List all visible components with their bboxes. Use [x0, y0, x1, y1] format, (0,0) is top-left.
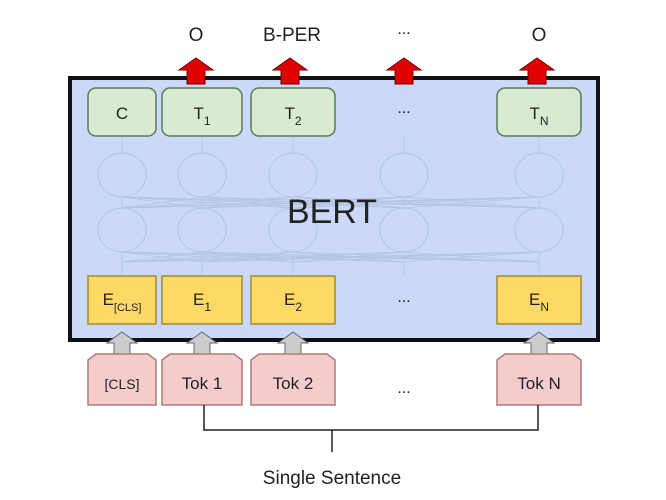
embedding-box-1	[161, 275, 243, 325]
network-edge	[403, 251, 540, 263]
network-node	[268, 152, 318, 198]
hidden-state-label-1: T1	[193, 104, 210, 128]
embedding-label-3: EN	[529, 290, 549, 314]
network-edge	[121, 196, 405, 209]
transformer-network-graphic	[97, 137, 564, 275]
network-edge	[121, 196, 540, 209]
network-edge	[403, 196, 540, 209]
network-edge	[121, 196, 540, 209]
network-node	[379, 152, 429, 198]
network-edge	[292, 196, 405, 209]
embedding-label-0: E[CLS]	[103, 290, 142, 314]
network-edge	[201, 251, 405, 263]
network-node	[177, 152, 227, 198]
network-edge	[121, 251, 203, 263]
network-edge	[201, 251, 540, 263]
network-edge	[121, 251, 294, 263]
input-bracket	[203, 405, 539, 452]
network-edge	[121, 196, 294, 209]
token-label-3: Tok N	[517, 374, 560, 393]
network-edge	[121, 196, 203, 209]
network-edge	[292, 251, 405, 263]
output-label-2: ...	[397, 21, 410, 38]
network-node	[177, 207, 227, 253]
output-label-3: O	[532, 25, 547, 46]
embedding-box-2	[250, 275, 336, 325]
network-edge	[121, 251, 540, 263]
output-label-1: B-PER	[263, 25, 321, 46]
network-node	[514, 207, 564, 253]
embedding-label-1: E1	[193, 290, 211, 314]
network-edge	[121, 196, 405, 209]
network-edge	[292, 196, 540, 209]
hidden-state-label-2: T2	[284, 104, 301, 128]
network-edge	[292, 196, 405, 209]
network-edge	[292, 196, 540, 209]
network-edge	[201, 196, 405, 209]
token-ellipsis: ...	[397, 380, 410, 397]
embedding-box-0	[87, 275, 157, 325]
token-box-1	[161, 353, 243, 406]
network-node	[97, 152, 147, 198]
network-edge	[121, 251, 405, 263]
token-box-0	[87, 353, 157, 406]
token-box-2	[250, 353, 336, 406]
token-box-3	[496, 353, 582, 406]
embedding-label-2: E2	[284, 290, 302, 314]
network-edge	[121, 196, 203, 209]
network-edge	[201, 251, 294, 263]
network-edge	[201, 196, 540, 209]
output-arrow-2	[385, 57, 423, 85]
input-caption: Single Sentence	[263, 468, 401, 489]
network-edge	[292, 251, 540, 263]
hidden-state-box-2	[250, 87, 336, 137]
embedding-box-3	[496, 275, 582, 325]
network-edge	[121, 196, 294, 209]
network-node	[268, 207, 318, 253]
hidden-state-label-3: TN	[529, 104, 548, 128]
network-edge	[121, 251, 294, 263]
network-edge	[121, 251, 203, 263]
network-edge	[403, 251, 540, 263]
network-node	[97, 207, 147, 253]
bert-label: BERT	[287, 193, 377, 231]
output-label-0: O	[189, 25, 204, 46]
hidden-state-box-3	[496, 87, 582, 137]
network-edge	[403, 196, 540, 209]
output-arrow-1	[271, 57, 309, 85]
network-edge	[201, 196, 405, 209]
network-edge	[201, 196, 294, 209]
token-label-2: Tok 2	[273, 374, 314, 393]
network-edge	[121, 251, 405, 263]
network-edge	[201, 251, 405, 263]
hidden-state-label-0: C	[116, 104, 128, 123]
network-node	[379, 207, 429, 253]
network-node	[514, 152, 564, 198]
network-edge	[201, 251, 540, 263]
output-arrow-0	[177, 57, 215, 85]
token-label-0: [CLS]	[104, 376, 139, 392]
hidden-state-box-1	[161, 87, 243, 137]
hidden-ellipsis: ...	[397, 100, 410, 117]
network-edge	[201, 251, 294, 263]
token-label-1: Tok 1	[182, 374, 223, 393]
output-arrow-3	[518, 57, 556, 85]
network-edge	[201, 196, 294, 209]
network-edge	[292, 251, 405, 263]
embedding-ellipsis: ...	[397, 289, 410, 306]
hidden-state-box-0	[87, 87, 157, 137]
network-edge	[201, 196, 540, 209]
network-edge	[121, 251, 540, 263]
network-edge	[292, 251, 540, 263]
